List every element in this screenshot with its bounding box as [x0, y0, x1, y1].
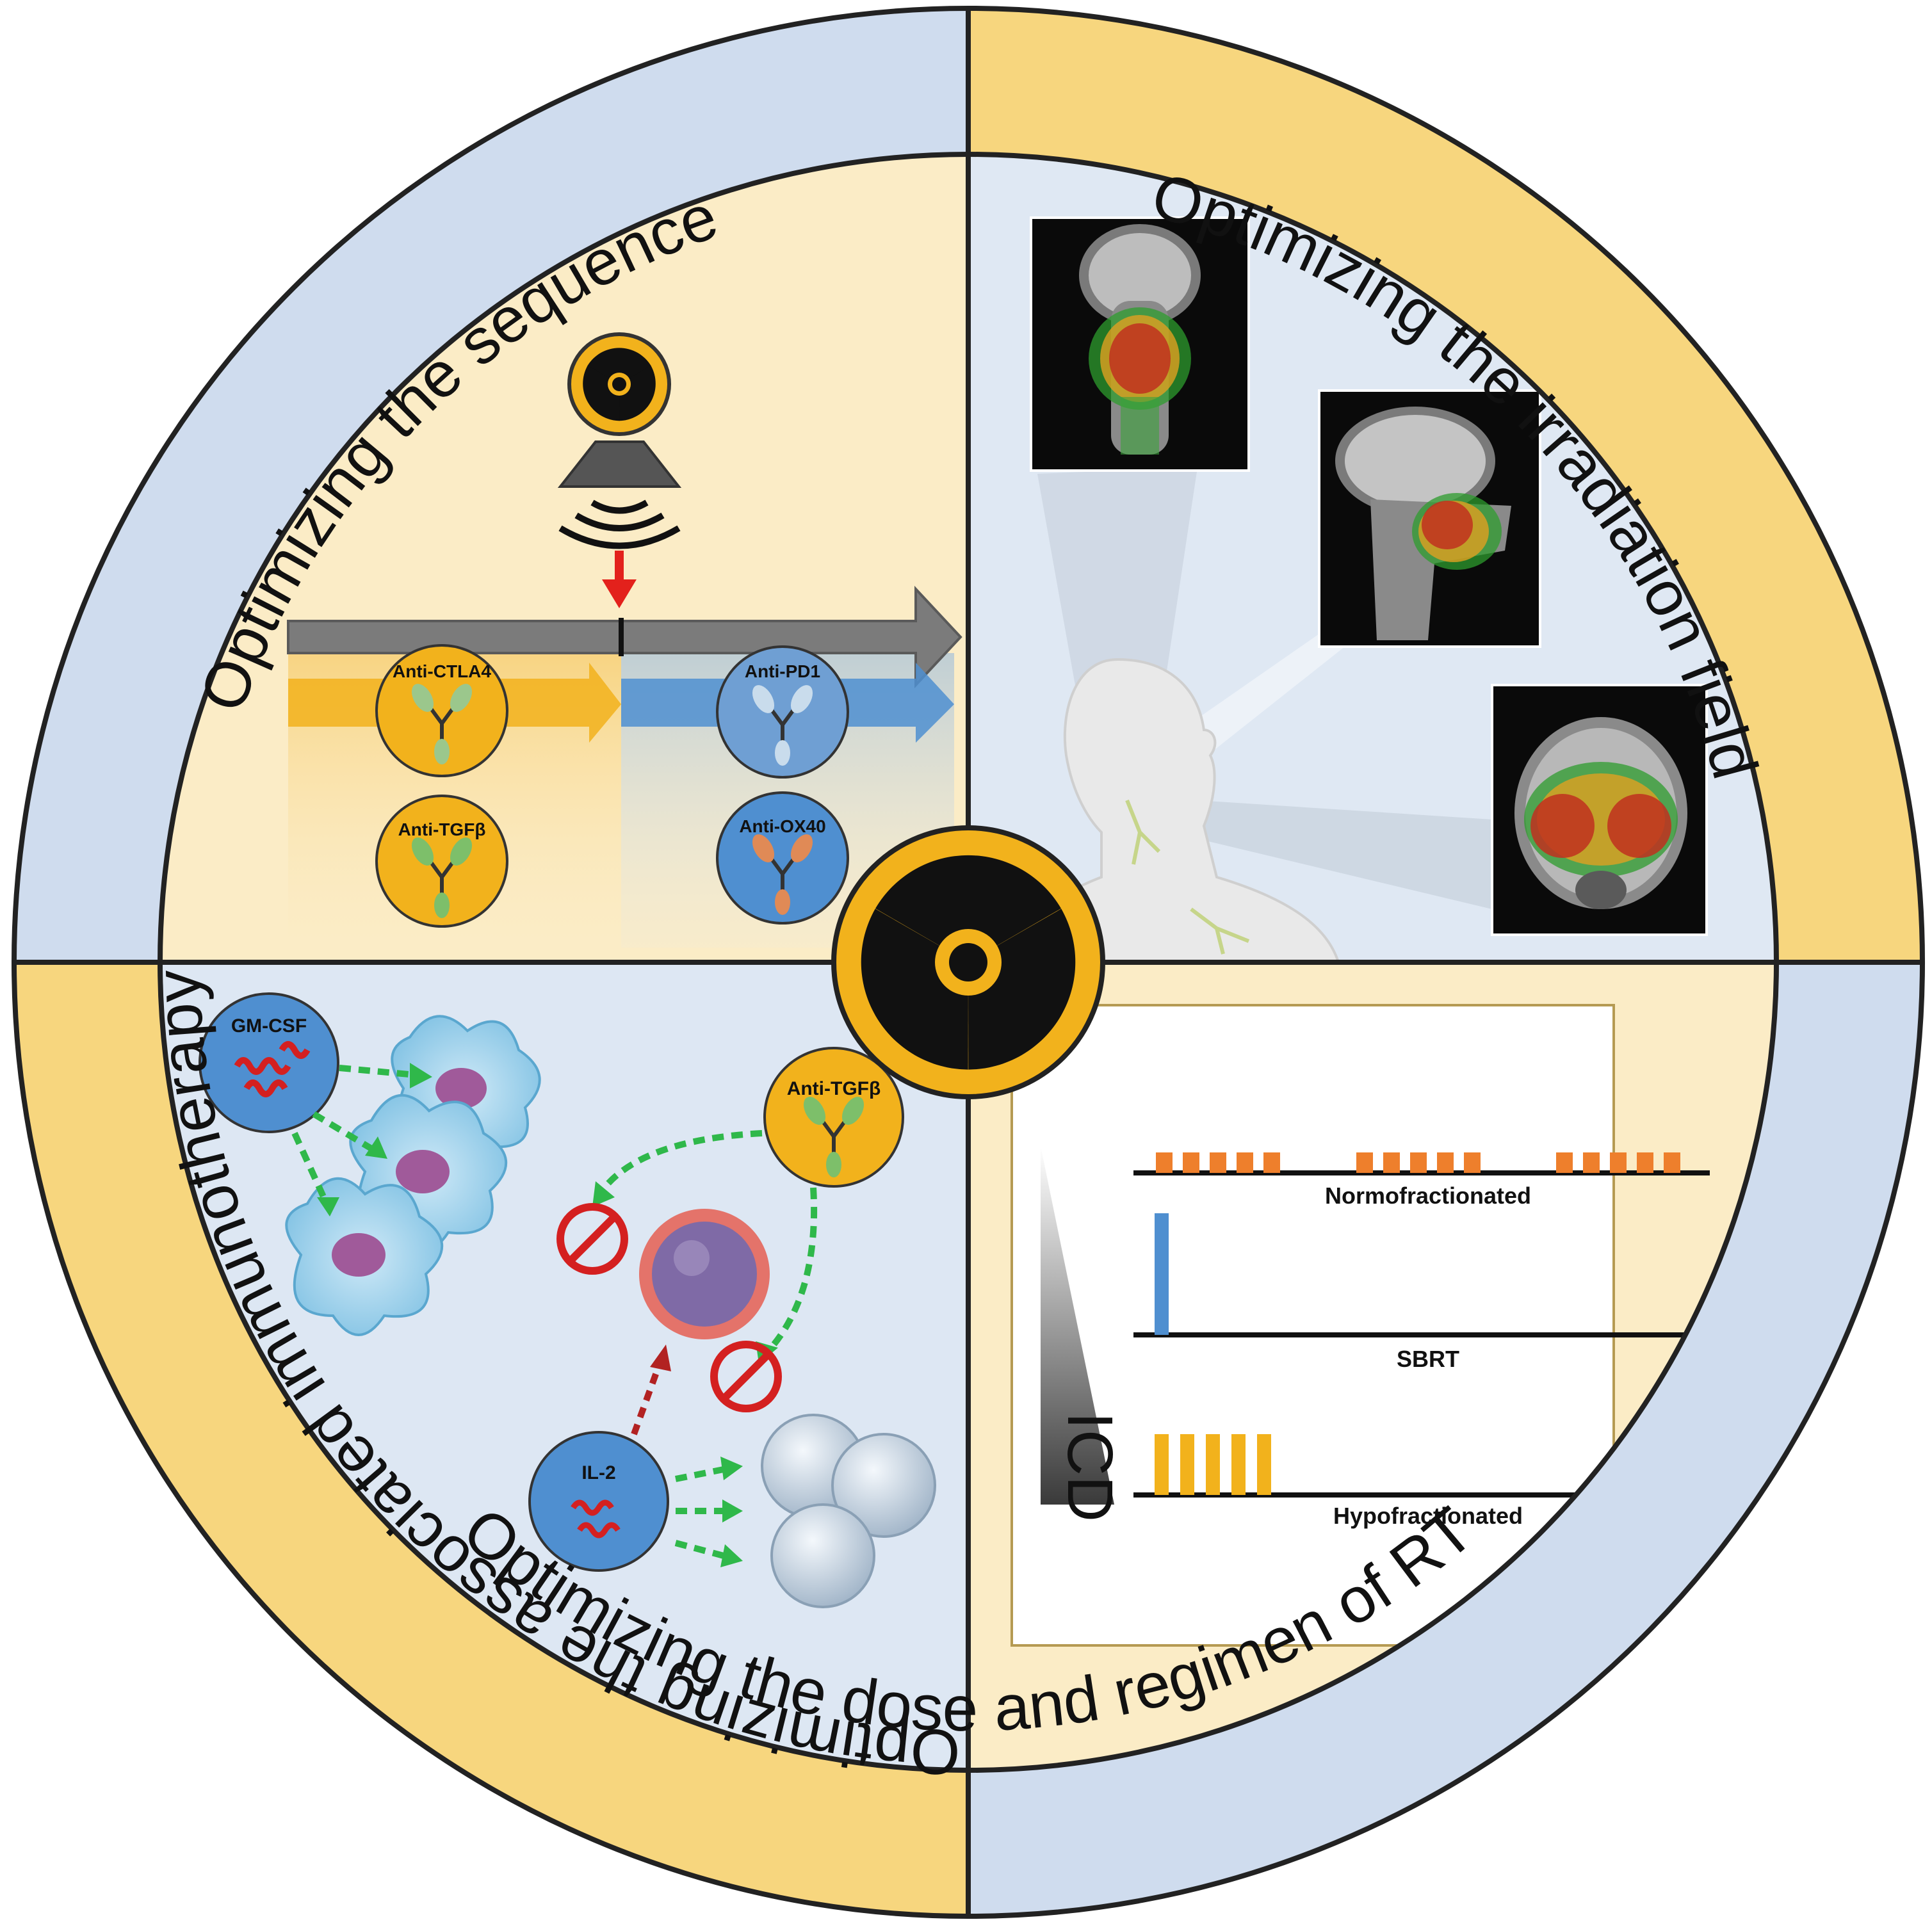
arrows-il-2 [674, 1466, 725, 1559]
ct-sagittal-scan [1318, 389, 1541, 648]
fraction-bar-normo [1610, 1152, 1627, 1173]
drug-anti-ox40: Anti-OX40 [716, 791, 849, 925]
radiation-hazard-icon [831, 825, 1105, 1099]
fraction-bar-hypo [1206, 1434, 1220, 1495]
ct-coronal-scan [1030, 216, 1250, 472]
fraction-bar-normo [1383, 1152, 1400, 1173]
schedule-label: SBRT [1397, 1346, 1459, 1372]
timeline-arrow-icon [287, 585, 962, 689]
radiation-waves-icon [558, 499, 681, 549]
patient-silhouette [1003, 658, 1340, 964]
immunotherapy-panel: GM-CSF Anti-TGFβ [199, 992, 936, 1608]
antibody-icon [752, 834, 813, 915]
arrows-anti-tgfb [599, 1130, 818, 1353]
radiation-timing-arrow [602, 551, 637, 608]
radiation-source-icon [557, 332, 682, 488]
t-cell-icon [761, 1414, 936, 1608]
fraction-bar-normo [1583, 1152, 1600, 1173]
arrow-il2-to-treg [631, 1345, 671, 1435]
fraction-bar-normo [1356, 1152, 1373, 1173]
drug-anti-pd1: Anti-PD1 [716, 645, 849, 779]
fraction-bar-normo [1156, 1152, 1173, 1173]
fraction-bar-normo [1437, 1152, 1454, 1173]
antibody-icon [752, 685, 813, 766]
fraction-bar-normo [1410, 1152, 1427, 1173]
agent-label: Anti-TGFβ [787, 1078, 881, 1099]
fraction-bar-normo [1237, 1152, 1253, 1173]
drug-label: Anti-OX40 [739, 816, 825, 836]
antibody-icon [803, 1097, 865, 1177]
fraction-bar-normo [1210, 1152, 1226, 1173]
agent-label: GM-CSF [231, 1015, 307, 1037]
agent-label: IL-2 [581, 1462, 615, 1483]
regulatory-t-cell-icon [639, 1209, 770, 1339]
agent-gm-csf: GM-CSF [199, 992, 339, 1133]
fraction-bar-normo [1263, 1152, 1280, 1173]
regimen-chart-frame [1011, 1004, 1615, 1647]
drug-label: Anti-CTLA4 [393, 661, 491, 681]
fraction-bar-normo [1556, 1152, 1573, 1173]
fraction-bar-hypo [1257, 1434, 1271, 1495]
protein-structure-icon [571, 1499, 621, 1538]
fraction-bar-normo [1464, 1152, 1481, 1173]
antibody-icon [411, 684, 473, 764]
fraction-bar-hypo [1231, 1434, 1246, 1495]
dendritic-cell-icon [285, 1015, 541, 1336]
drug-label: Anti-PD1 [745, 661, 820, 681]
fraction-bar-normo [1183, 1152, 1199, 1173]
fraction-bar-hypo [1180, 1434, 1194, 1495]
fraction-bars [1155, 1152, 1680, 1495]
icd-gradient-triangle: ICD [1041, 1146, 1126, 1522]
drug-anti-ctla4: Anti-CTLA4 [375, 644, 508, 777]
drug-label: Anti-TGFβ [398, 820, 486, 839]
inhibition-icon [556, 1203, 782, 1412]
fraction-bar-hypo [1155, 1434, 1169, 1495]
icd-axis-label: ICD [1054, 1412, 1126, 1522]
schedule-label: Hypofractionated [1333, 1503, 1523, 1529]
beam-to-coronal [1037, 467, 1197, 832]
sequence-panel: Anti-CTLA4 Anti-TGFβ Anti-PD1 Anti-OX40 [287, 332, 962, 948]
fraction-bar-sbrt [1155, 1213, 1169, 1335]
protein-structure-icon [234, 1041, 311, 1097]
fraction-bar-normo [1664, 1152, 1680, 1173]
arrows-gm-csf [291, 1065, 423, 1206]
beam-to-sagittal [1172, 634, 1345, 768]
fraction-bar-normo [1637, 1152, 1653, 1173]
dose-regimen-panel: ICD Normofractionated SBRT Hypofractiona… [1011, 1004, 1710, 1647]
beam-to-axial [1197, 800, 1492, 909]
drug-anti-tgfb-sequence: Anti-TGFβ [375, 795, 508, 928]
schedule-sbrt: SBRT [1133, 1332, 1687, 1372]
agent-anti-tgfb-immuno: Anti-TGFβ [763, 1047, 904, 1188]
ct-axial-scan [1491, 684, 1708, 936]
agent-il-2: IL-2 [528, 1431, 669, 1572]
irradiation-field-panel [1003, 216, 1708, 964]
schedule-label: Normofractionated [1325, 1183, 1531, 1209]
inner-ring-border [158, 152, 1779, 1773]
antibody-icon [411, 837, 473, 918]
